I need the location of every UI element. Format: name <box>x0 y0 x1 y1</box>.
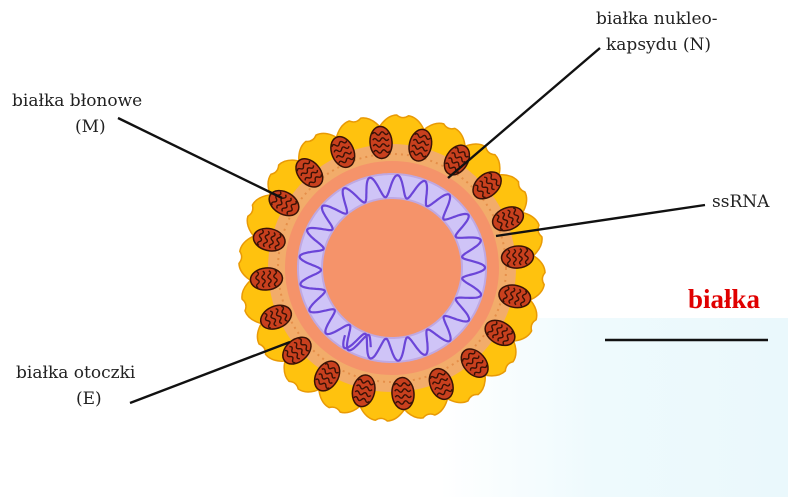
label-nucleocapsid-line2: kapsydu (N) <box>596 32 786 58</box>
label-ssrna: ssRNA <box>712 189 769 215</box>
label-membrane-line2: (M) <box>12 114 212 140</box>
label-envelope-line2: (E) <box>16 386 216 412</box>
label-membrane-proteins: białka błonowe (M) <box>12 88 212 140</box>
label-spike-proteins: białka <box>688 284 788 315</box>
leader-nucleocapsid <box>448 48 600 178</box>
label-envelope-proteins: białka otoczki (E) <box>16 360 216 412</box>
label-membrane-line1: białka błonowe <box>12 88 212 114</box>
label-nucleocapsid-line1: białka nukleo- <box>596 6 786 32</box>
label-nucleocapsid-proteins: białka nukleo- kapsydu (N) <box>596 6 786 58</box>
label-envelope-line1: białka otoczki <box>16 360 216 386</box>
